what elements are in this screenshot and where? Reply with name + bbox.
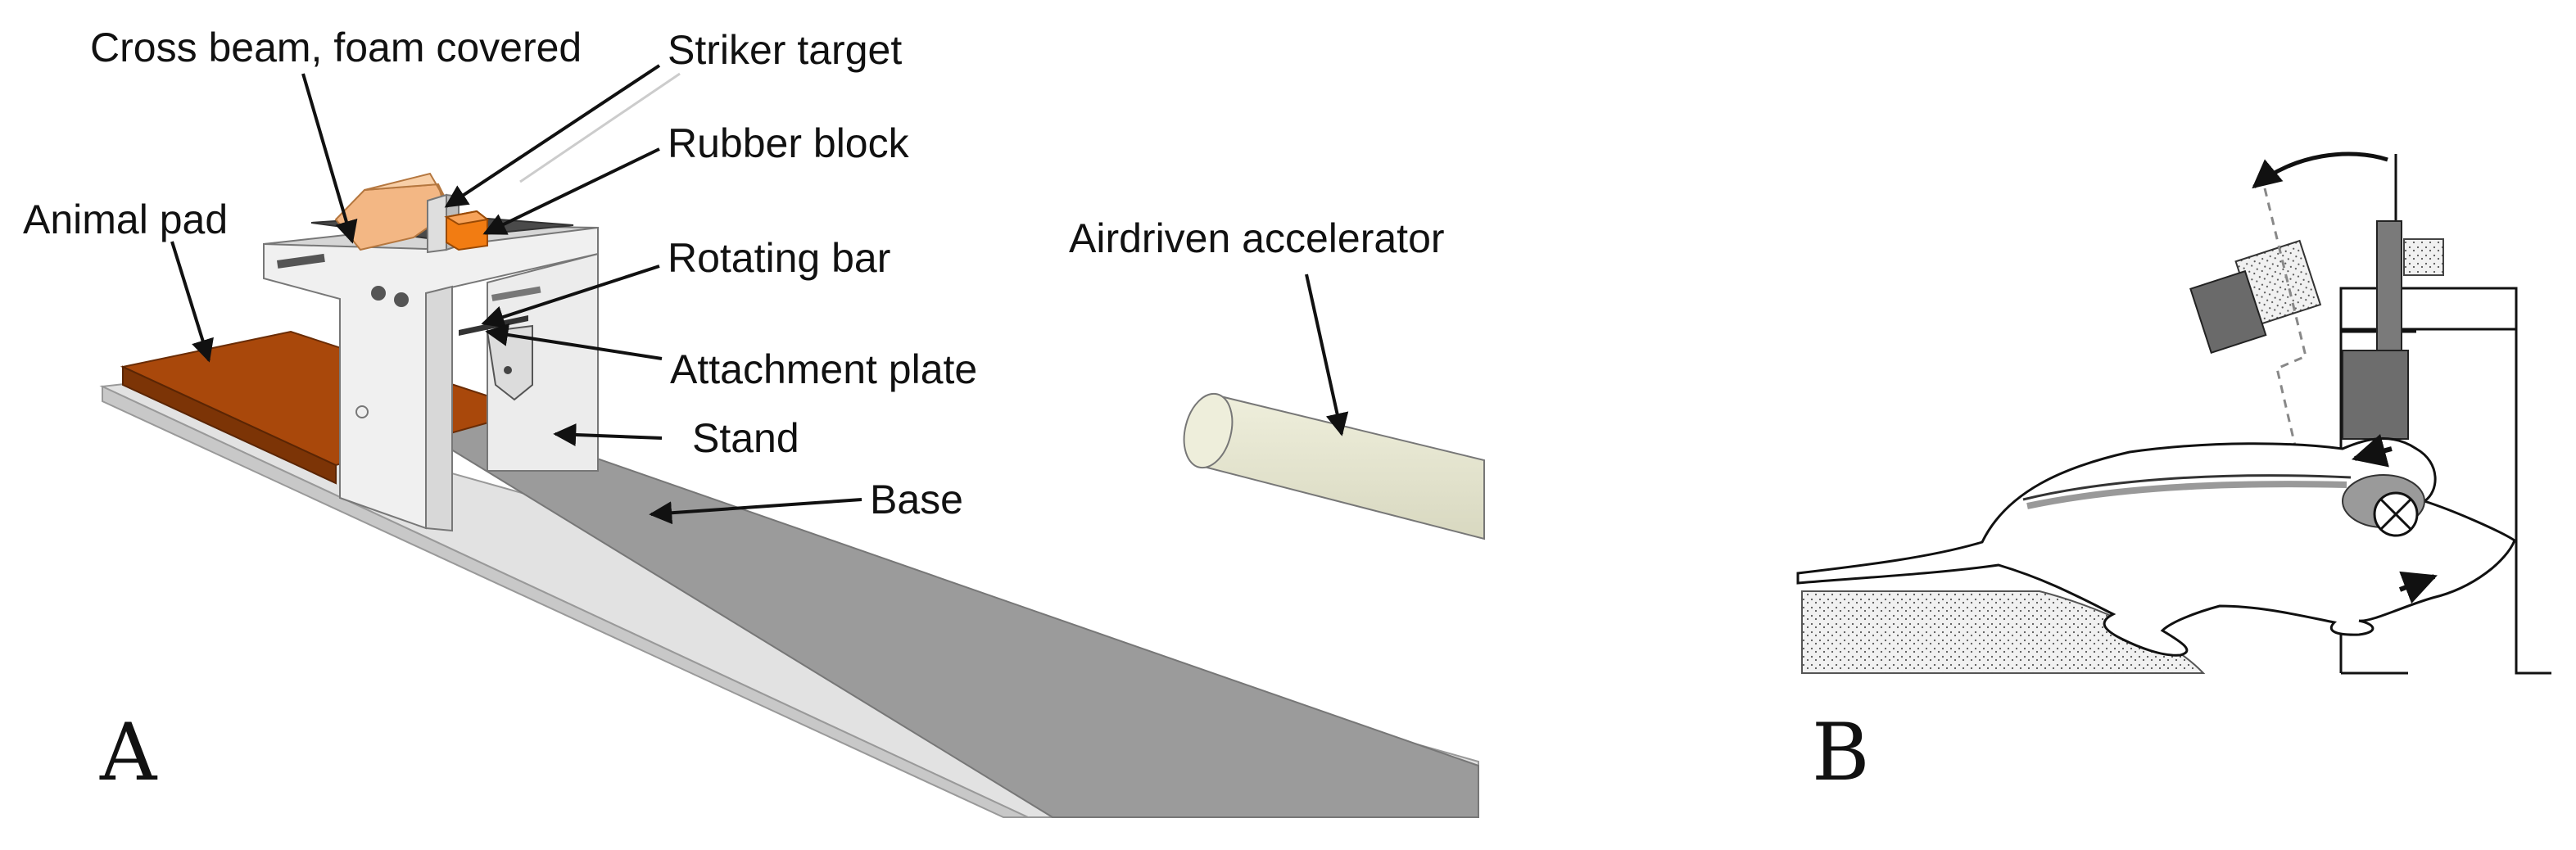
cross-line-2 — [2379, 498, 2412, 531]
panel-a-device-drawing: Cross beam, foam covered Striker target … — [23, 25, 1485, 818]
label-animal-pad: Animal pad — [23, 197, 228, 242]
label-striker-target: Striker target — [668, 27, 902, 73]
stand — [263, 213, 599, 532]
spinal-cord — [2026, 481, 2347, 509]
stipple-tab — [2403, 238, 2444, 276]
attachment-plate-arrow — [485, 323, 663, 360]
label-rotating-bar: Rotating bar — [668, 235, 890, 281]
rubber-block-arrow — [482, 147, 660, 235]
accelerator-arrow — [1305, 274, 1349, 436]
panel-b-mouse-diagram: B — [1796, 151, 2551, 798]
label-stand: Stand — [692, 415, 799, 461]
label-rubber-block: Rubber block — [668, 120, 910, 166]
label-attachment-plate: Attachment plate — [670, 346, 977, 392]
spine — [2022, 474, 2352, 501]
airdriven-accelerator — [1183, 392, 1485, 540]
label-airdriven-accelerator: Airdriven accelerator — [1069, 215, 1445, 261]
mouse-outline — [1796, 437, 2516, 657]
striker-target-guide — [519, 72, 681, 183]
animal-pad-arrow — [170, 241, 214, 363]
base-arrow — [649, 498, 862, 525]
head-motion-arrow — [2398, 571, 2438, 604]
rotating-bar-b — [2376, 220, 2402, 353]
rubber-block — [444, 210, 490, 251]
rotating-bar-arrow — [481, 264, 660, 328]
leader-arrows-a — [170, 64, 1349, 525]
top-plate — [2339, 287, 2518, 331]
tilted-blocks — [2189, 239, 2322, 355]
attachment-block — [2342, 350, 2409, 440]
stand-arrow — [553, 423, 663, 446]
label-cross-beam: Cross beam, foam covered — [90, 25, 582, 70]
panel-a-letter: A — [99, 707, 158, 798]
rotation-arrow — [2252, 151, 2388, 189]
head-impact-arrow — [2351, 433, 2393, 468]
label-base: Base — [870, 477, 963, 522]
striker-target-arrow — [444, 64, 661, 208]
panel-b-letter: B — [1812, 707, 1870, 798]
cross-beam-arrow — [301, 73, 358, 244]
